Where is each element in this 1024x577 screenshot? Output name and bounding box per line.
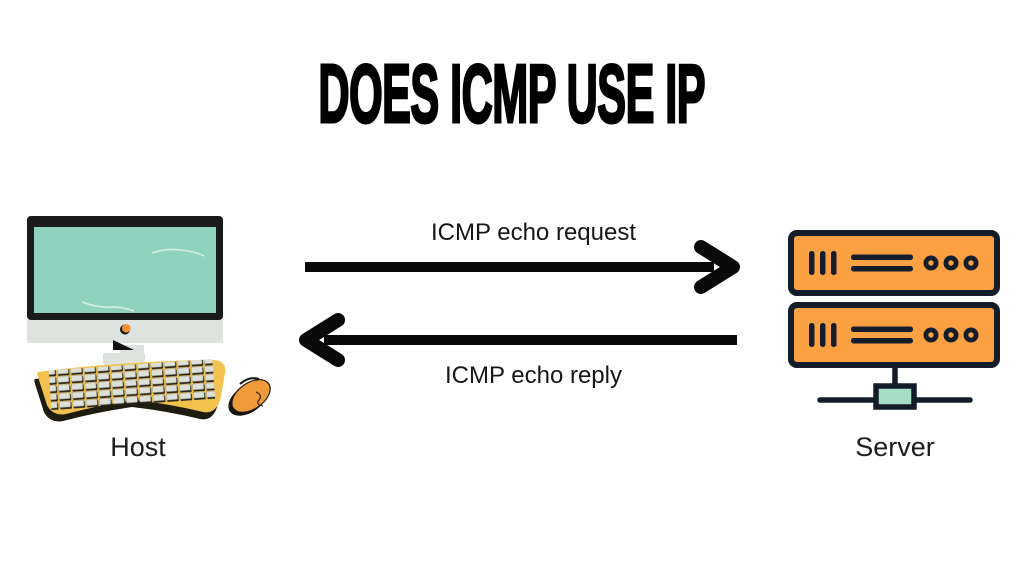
server-unit-1	[788, 230, 1000, 296]
server-unit-slots	[809, 251, 913, 275]
server-label: Server	[855, 432, 935, 462]
server-icon	[788, 230, 1000, 410]
page-title-text: DOES ICMP USE IP	[318, 47, 707, 140]
server-unit-2	[788, 302, 1000, 368]
server-unit-body	[788, 230, 1000, 296]
screen-glare	[81, 301, 135, 312]
keyboard-keys	[48, 359, 216, 411]
monitor-base	[103, 353, 145, 365]
neck-shadow	[113, 340, 134, 350]
host-computer-icon	[27, 216, 271, 422]
keyboard-icon	[34, 359, 226, 422]
camera-dot	[122, 323, 131, 333]
server-unit-leds	[923, 255, 979, 271]
mouse-scribble	[255, 391, 264, 407]
network-hub-box	[873, 383, 917, 410]
icmp-request-label: ICMP echo request	[431, 219, 636, 246]
message-arrows	[299, 240, 740, 367]
server-unit-slots	[809, 323, 913, 347]
page-title: DOES ICMP USE IP	[0, 47, 1024, 140]
reply-arrow-head	[299, 313, 345, 367]
network-connector	[817, 363, 973, 410]
mouse-body	[231, 379, 271, 413]
monitor-icon	[27, 216, 223, 365]
icmp-request-arrow	[305, 240, 740, 294]
server-unit-body	[788, 302, 1000, 368]
icmp-reply-label: ICMP echo reply	[445, 362, 622, 389]
mouse-detail-line	[239, 377, 260, 385]
monitor-screen	[34, 227, 216, 313]
mouse-icon	[228, 377, 271, 416]
host-label: Host	[110, 432, 166, 462]
screen-glare	[151, 248, 205, 257]
icmp-reply-arrow	[299, 313, 737, 367]
request-arrow-head	[694, 240, 740, 294]
server-unit-leds	[923, 327, 979, 343]
